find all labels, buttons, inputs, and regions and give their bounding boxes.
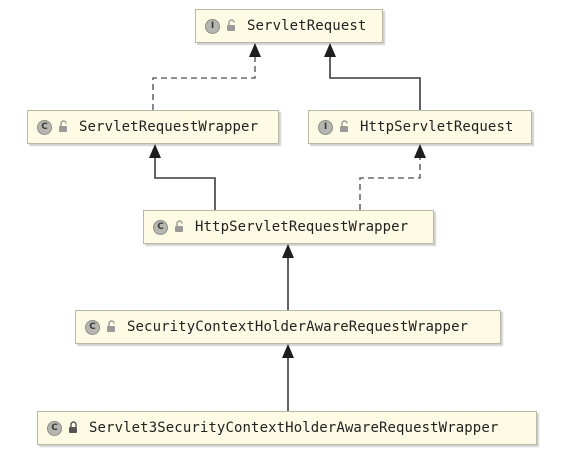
edge-servlet-request-wrapper-to-servlet-request — [152, 57, 256, 110]
node-name: Servlet3SecurityContextHolderAwareReques… — [89, 420, 499, 436]
edge-http-servlet-request-wrapper-to-servlet-request-wrapper — [154, 158, 216, 210]
interface-icon: I — [318, 119, 333, 135]
public-lock-icon — [175, 220, 183, 232]
node-http-servlet-request[interactable]: I HttpServletRequest — [308, 110, 532, 144]
arrowhead-implements — [249, 43, 261, 57]
node-servlet-request-wrapper[interactable]: C ServletRequestWrapper — [27, 110, 279, 144]
class-icon: C — [47, 420, 62, 436]
class-icon: C — [153, 219, 168, 235]
node-security-context-holder-aware-request-wrapper[interactable]: C SecurityContextHolderAwareRequestWrapp… — [75, 310, 501, 344]
node-name: HttpServletRequest — [360, 119, 514, 135]
edge-http-servlet-request-wrapper-to-http-servlet-request — [359, 158, 421, 210]
arrowhead-extends — [149, 144, 161, 158]
arrowhead-extends — [282, 244, 294, 258]
node-name: ServletRequest — [247, 18, 367, 34]
edge-http-servlet-request-to-servlet-request — [329, 57, 421, 110]
package-private-lock-icon — [69, 421, 77, 433]
arrowhead-extends — [324, 43, 336, 57]
node-name: HttpServletRequestWrapper — [195, 219, 409, 235]
node-name: SecurityContextHolderAwareRequestWrapper — [127, 319, 469, 335]
public-lock-icon — [340, 120, 348, 132]
public-lock-icon — [107, 320, 115, 332]
arrowhead-extends — [282, 344, 294, 358]
arrowhead-implements — [414, 144, 426, 158]
node-name: ServletRequestWrapper — [79, 119, 259, 135]
node-servlet3-security-context-holder-aware-request-wrapper[interactable]: C Servlet3SecurityContextHolderAwareRequ… — [37, 411, 537, 445]
public-lock-icon — [59, 120, 67, 132]
node-http-servlet-request-wrapper[interactable]: C HttpServletRequestWrapper — [143, 210, 434, 244]
class-icon: C — [85, 319, 100, 335]
class-icon: C — [37, 119, 52, 135]
interface-icon: I — [205, 18, 220, 34]
public-lock-icon — [227, 19, 235, 31]
node-servlet-request[interactable]: I ServletRequest — [195, 9, 383, 43]
